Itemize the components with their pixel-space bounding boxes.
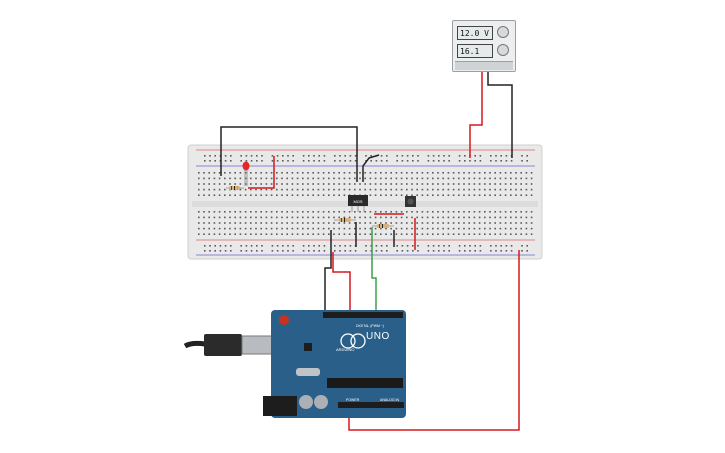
led[interactable] — [242, 161, 250, 187]
usb-cable[interactable] — [183, 334, 275, 356]
arduino-digital-label: DIGITAL (PWM ~) — [356, 324, 385, 328]
pushbutton[interactable] — [405, 196, 416, 207]
jumper-red-led[interactable] — [248, 156, 275, 189]
wire-black-gnd[interactable] — [324, 230, 332, 316]
jumper-black-chip[interactable] — [362, 154, 380, 182]
chip-label: MOS — [353, 199, 363, 204]
wire-green-pin[interactable] — [371, 227, 377, 316]
arduino-power-label: POWER — [346, 398, 360, 402]
arduino-model-label: UNO — [366, 331, 390, 342]
supply-wires[interactable] — [469, 63, 513, 158]
arduino-brand-label: ARDUINO — [336, 347, 355, 352]
arduino-analog-label: ANALOG IN — [380, 398, 400, 402]
current-readout: 16.1 mA — [457, 44, 493, 70]
arduino-uno-board[interactable] — [263, 310, 406, 418]
resistor-gate[interactable] — [334, 218, 356, 222]
resistor-button[interactable] — [372, 224, 394, 228]
power-supply[interactable]: 12.0 V 16.1 mA — [452, 20, 516, 72]
wire-red-5v[interactable] — [348, 250, 520, 431]
voltage-knob[interactable] — [497, 26, 509, 38]
current-knob[interactable] — [497, 44, 509, 56]
jumper-black-top[interactable] — [220, 126, 358, 182]
wire-red-pin[interactable] — [332, 252, 351, 316]
supply-terminals — [455, 61, 513, 70]
resistor-led[interactable] — [226, 186, 244, 190]
mosfet-chip[interactable] — [348, 195, 368, 212]
voltage-readout: 12.0 V — [457, 26, 493, 40]
